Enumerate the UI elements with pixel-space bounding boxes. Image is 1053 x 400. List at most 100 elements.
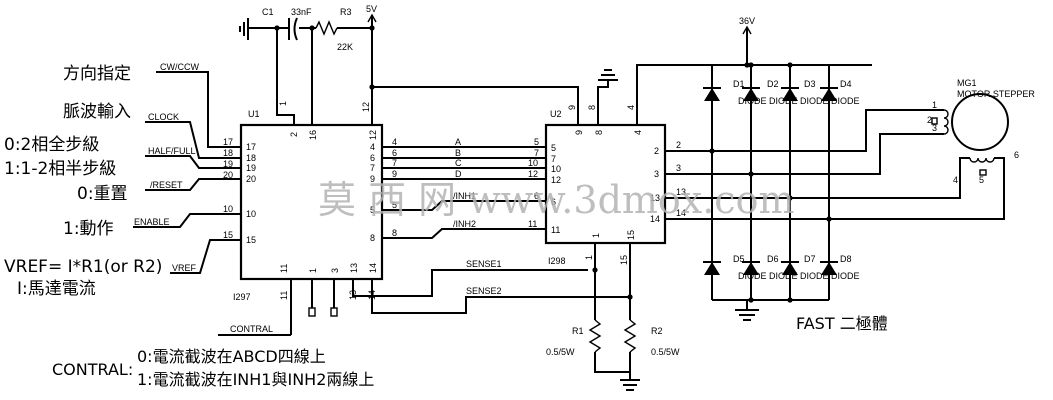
u1-pin-outside: 8 [392,228,397,238]
contral-signal-label: CONTRAL [230,324,273,334]
u2-pin-outside: 1 [584,255,594,260]
u2-pin-outside: 6 [534,191,539,201]
contral-0-annotation: 0:電流截波在ABCD四線上 [137,347,326,366]
u1-to-u2-bus [382,146,546,239]
diode-d2 [742,87,760,101]
direction-annotation: 方向指定 [63,64,131,84]
enable-label: ENABLE [134,217,170,227]
u1-pin-outside: 5 [392,200,397,210]
signal-inh2-label: /INH2 [453,219,476,229]
u1-pin-inside: 8 [370,233,375,243]
u2-pin9-wire [372,86,579,125]
vref-formula-annotation: VREF= I*R1(or R2) [4,257,162,277]
motor-current-annotation: I:馬達電流 [17,279,96,299]
diode-d3 [781,87,799,101]
signal-a-label: A [455,137,461,147]
u2-pin-inside: 7 [551,154,556,164]
u1-pin-inside: 19 [246,163,256,173]
u2-pin-outside: 15 [619,255,629,265]
v36-label: 36V [739,16,755,26]
d7-label: D7 [804,254,816,264]
c1-label: C1 [262,7,274,17]
half-full-label: HALF/FULL [148,146,196,156]
u1-part-label: I297 [233,292,251,302]
diode-bottom-label: DIODE DIODE DIODE DIODE [738,271,860,281]
diode-d1 [703,87,721,101]
u1-pin-inside: 11 [279,264,289,273]
u2-pin-outside: 2 [676,140,681,150]
diode-d4 [820,87,838,101]
u2-pin-inside: 5 [551,143,556,153]
u2-pin-outside: 10 [528,158,538,168]
u1-pin-inside: 9 [370,174,375,184]
fast-diode-annotation: FAST 二極體 [796,314,888,333]
u1-bottom-pins [290,269,628,335]
u1-pin-outside: 1 [278,101,288,106]
u1-pin-inside: 17 [246,142,256,152]
d3-label: D3 [804,79,816,89]
signal-inh1-label: /INH1 [453,191,476,201]
sense2-label: SENSE2 [466,286,502,296]
u1-pin-outside: 11 [279,291,289,300]
c1-value-label: 33nF [291,7,312,17]
enable-annotation: 1:動作 [63,219,114,239]
vref-signal-label: VREF [172,263,197,273]
sense-resistor-network [588,243,640,391]
u1-pin-outside: 13 [348,290,358,300]
diode-d7 [781,261,799,275]
reset-label: /RESET [150,180,183,190]
u2-pin-inside: 1 [591,233,601,238]
u2-pin-inside: 8 [594,130,604,135]
d8-label: D8 [840,254,852,264]
u2-pin-inside: 11 [551,225,560,235]
signal-d-label: D [455,169,462,179]
u1-left-pins [225,146,241,241]
motor-pin-label: 1 [932,100,937,110]
u2-label: U2 [550,109,562,119]
u1-pin-inside: 20 [246,174,256,184]
motor-pin-label: 2 [927,115,932,125]
r2-label: R2 [651,326,663,336]
contral-annotation-label: CONTRAL: [52,360,133,379]
motor-pin-label: 6 [1014,150,1019,160]
u1-pin-inside: 14 [368,263,378,273]
u1-pin-outside: 12 [361,102,371,112]
r2-value-label: 0.5/5W [651,347,680,357]
u1-label: U1 [248,109,260,119]
u2-chip [544,123,667,245]
u2-pin-inside: 10 [551,164,561,174]
diode-d6 [742,261,760,275]
r1-value-label: 0.5/5W [546,347,575,357]
u2-right-pins [665,150,829,220]
u1-pin-inside: 4 [370,142,375,152]
u1-pin-inside: 16 [308,130,318,140]
u1-pin-outside: 15 [223,230,233,240]
clock-label: CLOCK [148,112,179,122]
contral-1-annotation: 1:電流截波在INH1與INH2兩線上 [137,370,374,389]
diode-d8 [820,261,838,275]
u2-pin-inside: 12 [551,175,561,185]
u1-pin-inside: 15 [246,235,256,245]
left-input-wires [133,71,225,274]
motor-pin-label: 5 [979,175,984,185]
u2-pin-outside: 4 [626,105,636,110]
d5-label: D5 [733,254,745,264]
u1-pin-inside: 2 [289,132,299,137]
u1-pin-outside: 14 [367,290,377,300]
r1-label: R1 [572,326,584,336]
u1-pin-inside: 13 [349,263,359,273]
ground-symbol-c1 [239,18,258,40]
u1-pin-inside: 10 [246,209,256,219]
cw-ccw-label: CW/CCW [160,62,199,72]
u1-pin-outside: 4 [392,137,397,147]
u1-pin-inside: 1 [308,268,318,273]
u2-pin-inside: 3 [654,169,659,179]
u1-pin-outside: 10 [223,204,233,214]
u2-pin-inside: 13 [650,193,660,203]
diode-d5 [703,261,721,275]
stepper-motor [712,93,1009,220]
u1-pin-inside: 6 [370,153,375,163]
u2-pin-outside: 7 [534,148,539,158]
u2-pin-outside: 14 [676,208,686,218]
r3-label: R3 [340,7,352,17]
